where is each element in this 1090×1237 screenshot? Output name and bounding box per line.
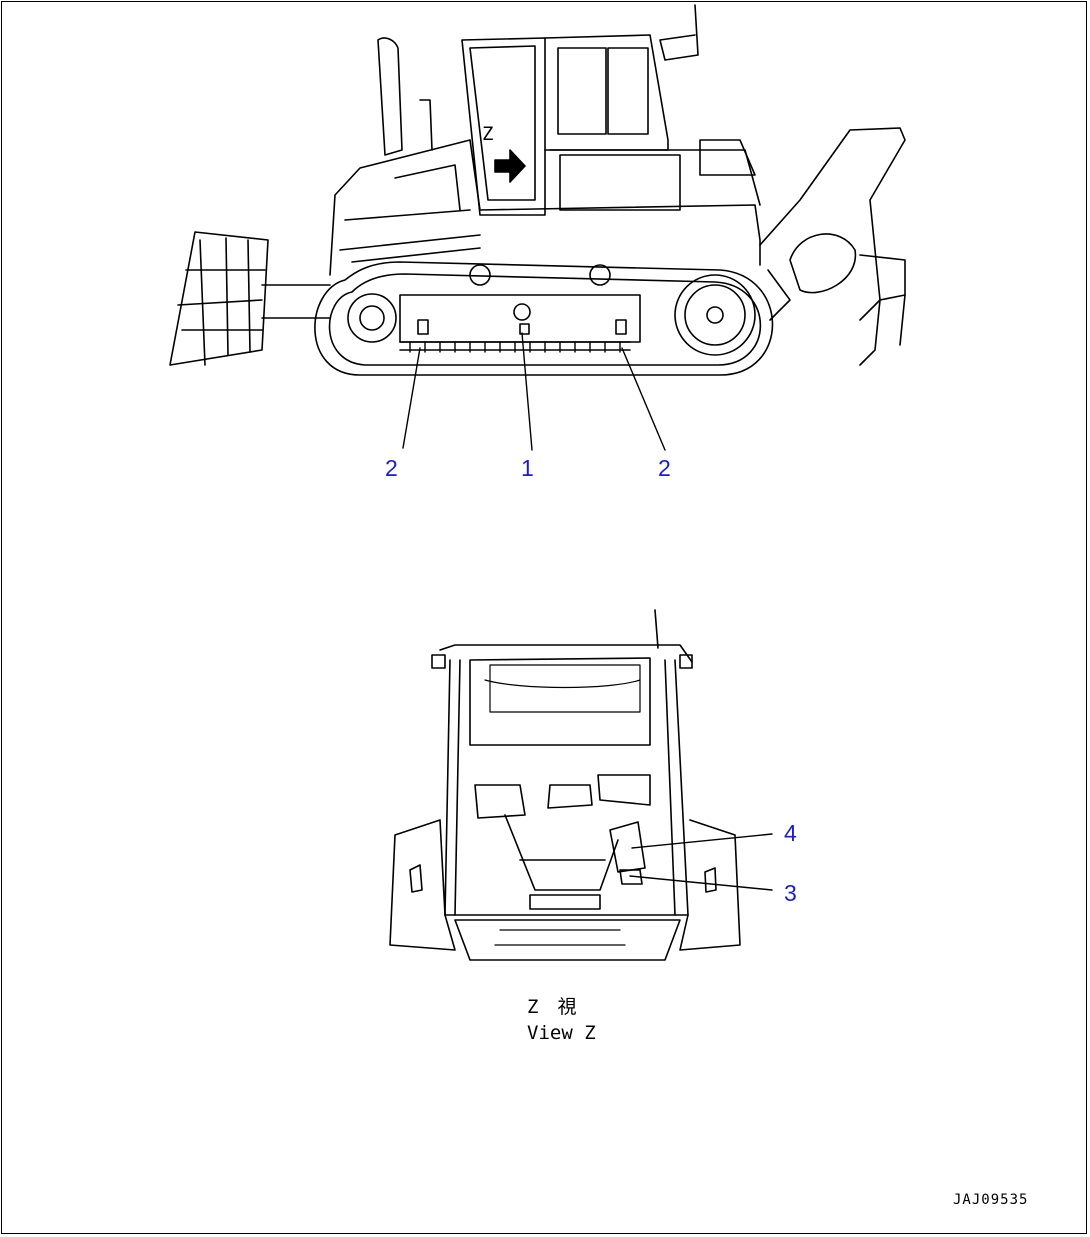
callout-top-left: 2: [385, 455, 398, 481]
callout-bottom-lower: 3: [784, 880, 797, 906]
caption-line-2: View Z: [527, 1022, 596, 1044]
callout-bottom-upper: 4: [784, 820, 797, 846]
bulldozer-side-view: Z: [169, 4, 906, 376]
callout-top-right: 2: [658, 455, 671, 481]
bottom-leader-lines: [629, 833, 773, 891]
top-leader-lines: [402, 332, 666, 451]
callout-top-center: 1: [521, 455, 534, 481]
cab-view-z: [389, 609, 741, 961]
view-z-marker: Z: [482, 123, 493, 145]
caption-line-1: Z 視: [527, 996, 576, 1018]
drawing-code: JAJ09535: [953, 1192, 1028, 1208]
